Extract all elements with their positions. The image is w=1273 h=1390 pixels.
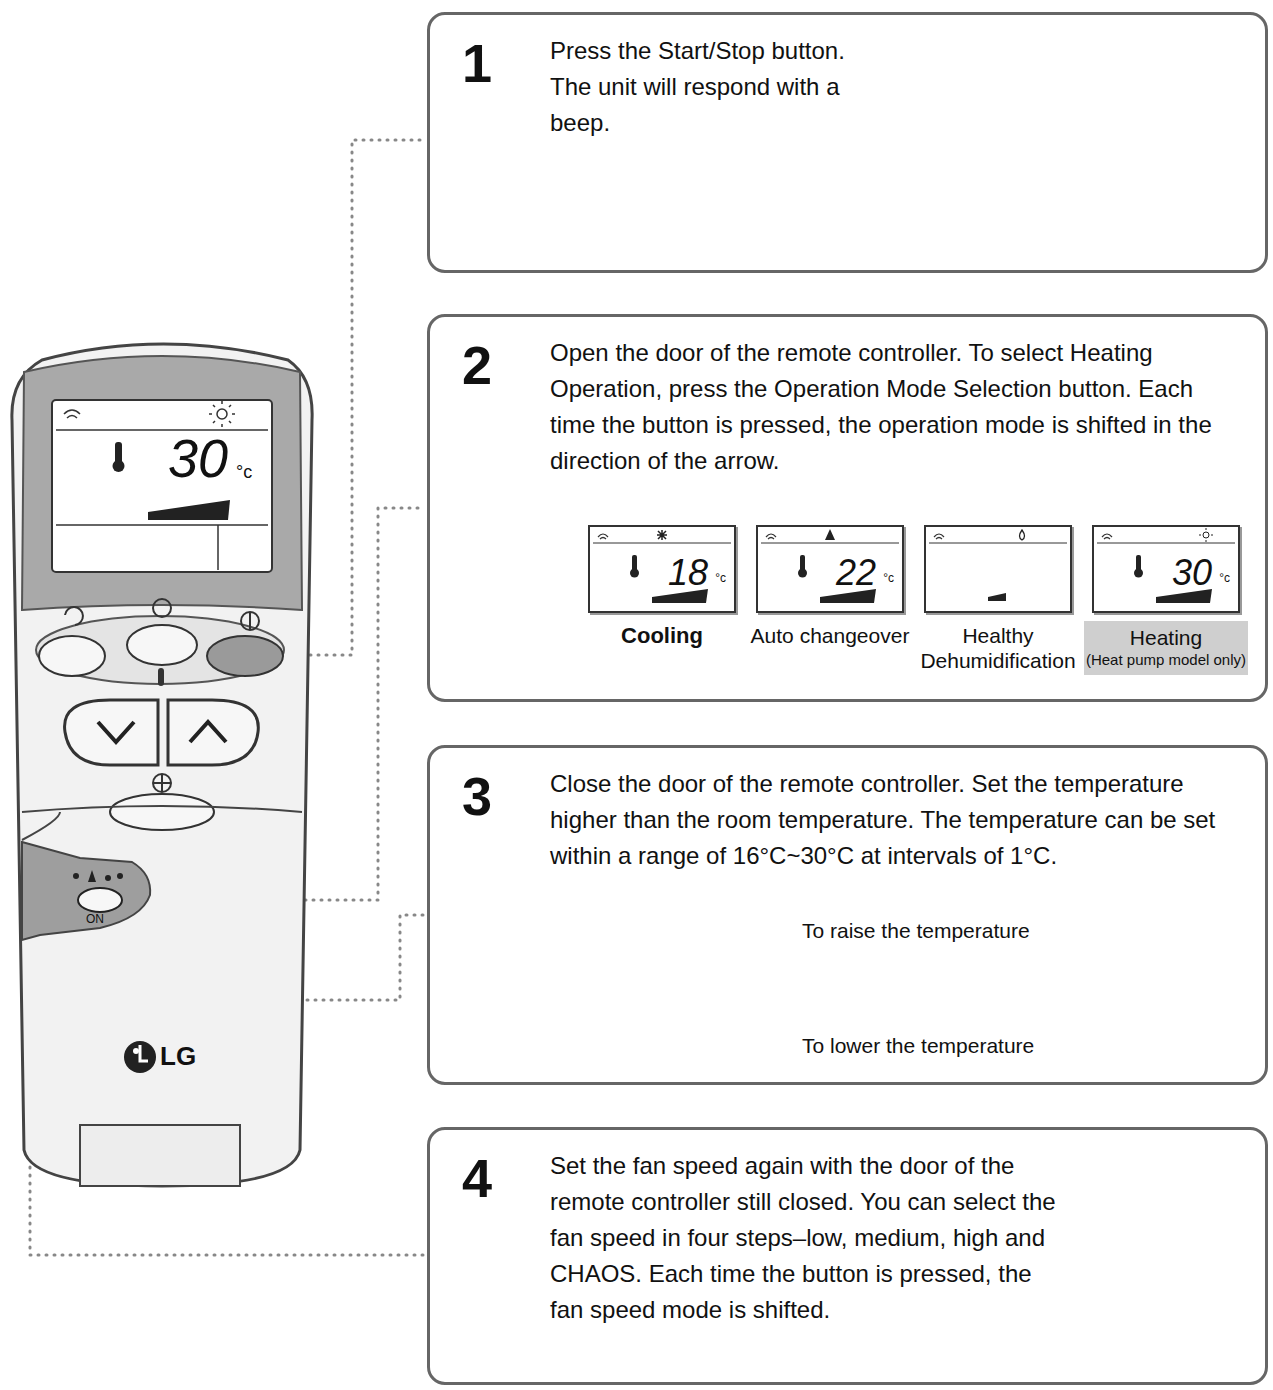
lcd-temperature: 30 — [1172, 553, 1212, 593]
step-number: 4 — [462, 1148, 492, 1208]
mode-name: Cooling — [576, 623, 748, 648]
step-number: 3 — [462, 766, 492, 826]
label: LG — [160, 1040, 196, 1072]
mode-name: Heating — [1084, 625, 1248, 650]
lcd-screen: 22 °c — [756, 525, 904, 613]
step-number: 1 — [462, 33, 492, 93]
step-number: 2 — [462, 335, 492, 395]
mode-caption: Auto changeover — [744, 623, 916, 648]
mode-display: 22°cAuto changeover — [756, 525, 904, 613]
step-box: 1 Press the Start/Stop button. The unit w… — [427, 12, 1268, 273]
step-text: Press the Start/Stop button. The unit wi… — [550, 33, 890, 141]
remote-controller — [12, 344, 312, 1186]
step-text: Close the door of the remote controller.… — [550, 766, 1245, 874]
label: To lower the temperature — [802, 1033, 1034, 1059]
lcd-temperature: 22 — [836, 553, 876, 593]
lcd-screen — [924, 525, 1072, 613]
lcd-screen: 30 °c — [1092, 525, 1240, 613]
mode-display: 18°cCooling — [588, 525, 736, 613]
mode-display: Healthy Dehumidification — [924, 525, 1072, 613]
lcd-icons — [758, 527, 902, 611]
mode-name: Healthy Dehumidification — [912, 623, 1084, 673]
lcd-unit: °c — [883, 571, 894, 585]
step-text: Set the fan speed again with the door of… — [550, 1148, 1065, 1328]
mode-note: (Heat pump model only) — [1084, 650, 1248, 669]
label: °c — [236, 462, 252, 482]
lcd-icons — [1094, 527, 1238, 611]
mode-caption: Heating(Heat pump model only) — [1084, 621, 1248, 675]
label: 30 — [168, 428, 228, 488]
lcd-icons — [926, 527, 1070, 611]
step-box: 2 Open the door of the remote controller.… — [427, 314, 1268, 702]
label: ON — [86, 912, 104, 926]
step-text: Open the door of the remote controller. … — [550, 335, 1240, 479]
lcd-unit: °c — [1219, 571, 1230, 585]
mode-display: 30°cHeating(Heat pump model only) — [1092, 525, 1240, 613]
lcd-temperature: 18 — [668, 553, 708, 593]
mode-caption: Healthy Dehumidification — [912, 623, 1084, 673]
lcd-icons — [590, 527, 734, 611]
lcd-unit: °c — [715, 571, 726, 585]
lcd-screen: 18 °c — [588, 525, 736, 613]
mode-name: Auto changeover — [744, 623, 916, 648]
mode-caption: Cooling — [576, 623, 748, 648]
label: To raise the temperature — [802, 918, 1030, 944]
step-box: 4 Set the fan speed again with the door o… — [427, 1127, 1268, 1385]
